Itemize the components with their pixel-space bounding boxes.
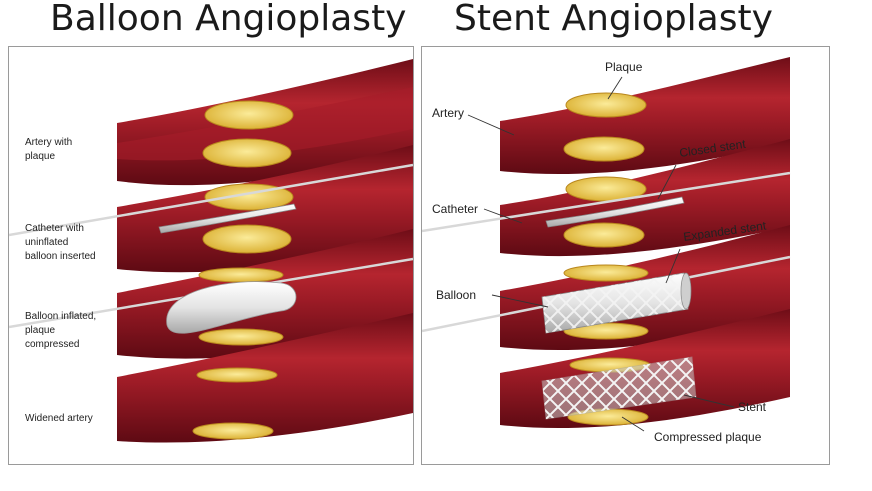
balloon-angioplasty-panel: Artery with plaque Catheter with uninfla… (8, 46, 414, 465)
label-artery: Artery (432, 106, 464, 120)
leader-lines (467, 76, 735, 432)
stent-angioplasty-title: Stent Angioplasty (454, 0, 773, 39)
step-3-label: Balloon inflated, plaque compressed (25, 311, 99, 350)
step-2-label: Catheter with uninflated balloon inserte… (25, 223, 96, 262)
stent-angioplasty-panel: Plaque Artery Closed stent Catheter Expa… (421, 46, 830, 465)
label-compressed-plaque: Compressed plaque (654, 430, 762, 444)
label-plaque: Plaque (605, 60, 643, 74)
artery-balloon-inflated (9, 229, 413, 359)
artery-with-plaque (117, 59, 413, 186)
stent-artery-expanded (422, 225, 791, 351)
label-balloon: Balloon (436, 288, 476, 302)
step-4-label: Widened artery (25, 413, 93, 424)
label-catheter: Catheter (432, 202, 478, 216)
stent-artery-final (500, 309, 790, 429)
label-stent: Stent (738, 400, 767, 414)
stent-artery-catheter (422, 139, 791, 257)
step-1-label: Artery with plaque (25, 137, 75, 162)
stent-artery-plaque (500, 57, 790, 175)
widened-artery (117, 313, 413, 443)
artery-catheter-inserted (9, 145, 413, 273)
balloon-angioplasty-title: Balloon Angioplasty (50, 0, 407, 39)
